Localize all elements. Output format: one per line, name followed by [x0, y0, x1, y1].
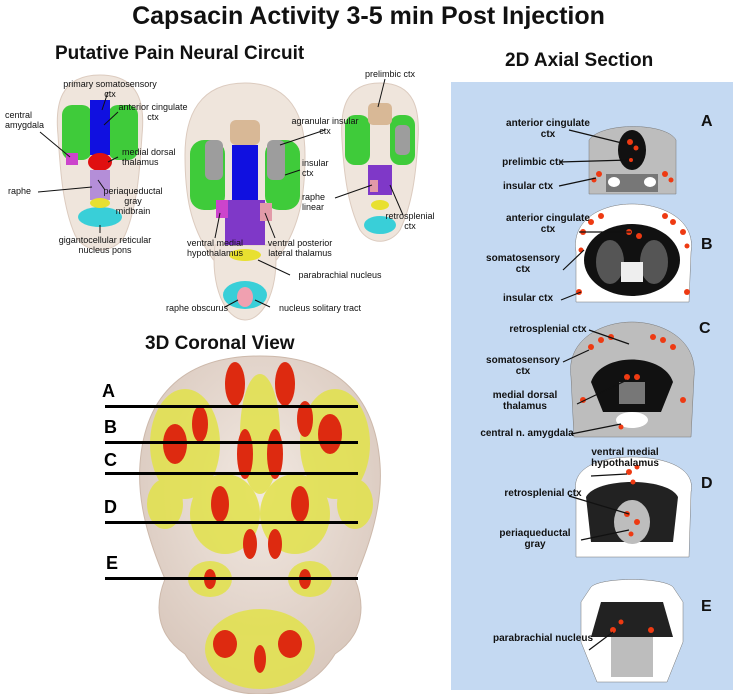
circuit-brain-left: [56, 74, 144, 251]
axial-section-a: [588, 126, 677, 195]
coronal-line-d: [105, 521, 358, 524]
axial-letter-b: B: [701, 236, 713, 253]
page-title: Capsacin Activity 3-5 min Post Injection: [132, 2, 605, 30]
insular-center-r: [267, 140, 285, 180]
coronal-letter-d: D: [104, 497, 117, 517]
axial-letter-e: E: [701, 598, 712, 615]
axial-label-c-medial-dorsal: medial dorsal thalamus: [492, 390, 558, 412]
cingulate-left: [90, 100, 110, 155]
vpl-center: [260, 203, 272, 221]
coronal-title: 3D Coronal View: [145, 333, 295, 354]
cingulate-center: [232, 145, 258, 200]
axial-label-d-periaqueductal: periaqueductal gray: [499, 528, 571, 550]
label-ventral-medial-hypothalamus: ventral medial hypothalamus: [186, 238, 244, 258]
coronal-letter-a: A: [102, 381, 115, 401]
coronal-red-regions: [163, 362, 342, 673]
label-primary-somatosensory: primary somatosensory ctx: [63, 79, 157, 99]
label-raphe-obscurus: raphe obscurus: [165, 303, 229, 313]
parabrachial-left: [90, 198, 110, 208]
label-prelimbic: prelimbic ctx: [364, 69, 415, 79]
axial-label-e-parabrachial: parabrachial nucleus: [492, 633, 594, 644]
insular-center-l: [205, 140, 223, 180]
axial-label-b-anterior-cingulate: anterior cingulate ctx: [506, 213, 590, 235]
cortex-left-l: [62, 105, 92, 160]
label-parabrachial: parabrachial nucleus: [298, 270, 382, 280]
pons-right: [364, 216, 396, 234]
axial-label-a-anterior-cingulate: anterior cingulate ctx: [506, 118, 590, 140]
axial-letter-c: C: [699, 320, 711, 337]
midbrain-center: [225, 200, 265, 245]
insular-right: [395, 125, 410, 155]
axial-sections: [558, 126, 695, 683]
cortex-left-r: [108, 105, 138, 160]
coronal-line-b: [105, 441, 358, 444]
cortex-right-l: [345, 115, 370, 165]
coronal-line-c: [105, 472, 358, 475]
label-central-amygdala: central amygdala: [5, 110, 45, 130]
axial-label-c-somatosensory: somatosensory ctx: [486, 355, 560, 377]
axial-label-b-somatosensory: somatosensory ctx: [486, 253, 560, 275]
axial-label-d-ventral-medial: ventral medial hypothalamus: [591, 447, 659, 469]
axial-section-b: [575, 203, 692, 303]
thalamus-left: [88, 153, 112, 171]
label-gigantocellular: gigantocellular reticular nucleus pons: [58, 235, 152, 255]
axial-section-d: [575, 456, 692, 558]
prelimbic-center: [230, 120, 260, 145]
label-periaqueductal: periaqueductal gray midbrain: [103, 186, 163, 216]
axial-label-a-insular: insular ctx: [502, 181, 554, 192]
axial-section-c: [570, 321, 695, 438]
label-insular: insular ctx: [302, 158, 329, 178]
coronal-letter-c: C: [104, 450, 117, 470]
axial-section-e: [580, 579, 684, 683]
coronal-letter-b: B: [104, 417, 117, 437]
axial-label-d-retrosplenial: retrosplenial ctx: [504, 488, 582, 499]
label-medial-dorsal-thalamus: medial dorsal thalamus: [122, 147, 176, 167]
axial-letter-a: A: [701, 113, 713, 130]
axial-title: 2D Axial Section: [505, 50, 654, 71]
midbrain-left: [90, 170, 110, 200]
solitary-center: [237, 287, 253, 307]
axial-label-b-insular: insular ctx: [502, 293, 554, 304]
label-ventral-posterior-lateral: ventral posterior lateral thalamus: [267, 238, 333, 258]
circuit-brain-right: [341, 82, 419, 242]
label-anterior-cingulate: anterior cingulate ctx: [118, 102, 188, 122]
hypothalamus-center: [216, 200, 228, 218]
coronal-line-e: [105, 577, 358, 580]
circuit-title: Putative Pain Neural Circuit: [55, 43, 305, 64]
label-nucleus-solitary: nucleus solitary tract: [278, 303, 362, 313]
pons-left: [78, 207, 122, 227]
label-raphe: raphe: [8, 186, 32, 196]
axial-label-a-prelimbic: prelimbic ctx: [502, 157, 564, 168]
coronal-letter-e: E: [106, 553, 119, 573]
coronal-line-a: [105, 405, 358, 408]
label-agranular-insular: agranular insular ctx: [291, 116, 359, 136]
parabrachial-right: [371, 200, 389, 210]
axial-label-c-retrosplenial: retrosplenial ctx: [509, 324, 587, 335]
axial-letter-d: D: [701, 475, 713, 492]
label-raphe-linear: raphe linear: [302, 192, 326, 212]
label-retrosplenial: retrosplenial ctx: [385, 211, 435, 231]
circuit-diagram: [37, 74, 419, 321]
circuit-brain-center: [184, 82, 306, 321]
raphe-linear-right: [370, 180, 378, 192]
prelimbic-right: [368, 103, 392, 125]
axial-label-c-central-amygdala: central n. amygdala: [480, 428, 574, 439]
parabrachial-center: [229, 249, 261, 261]
coronal-render: [139, 355, 381, 694]
